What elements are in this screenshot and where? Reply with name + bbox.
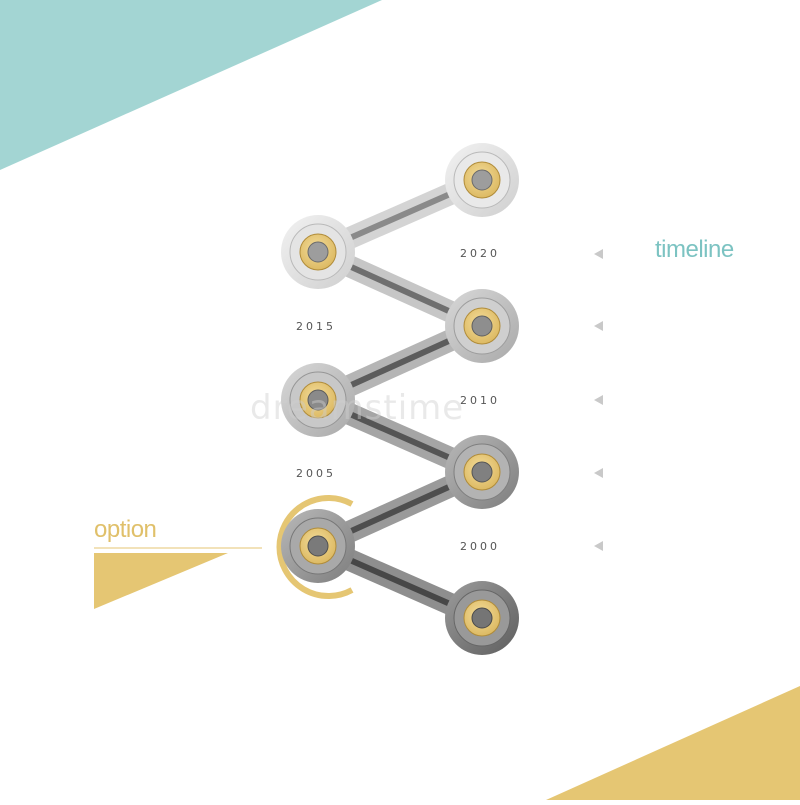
top-left-teal-triangle	[0, 0, 382, 170]
timeline-node-3	[445, 289, 519, 363]
timeline-node-6	[281, 509, 355, 583]
year-label-2020: 2020	[460, 247, 500, 260]
timeline-node-4	[281, 363, 355, 437]
pointer-arrow-icon	[594, 395, 603, 405]
year-label-2005: 2005	[296, 467, 336, 480]
year-label-2015: 2015	[296, 320, 336, 333]
year-label-2000: 2000	[460, 540, 500, 553]
timeline-node-2	[281, 215, 355, 289]
timeline-title: timeline	[655, 236, 734, 263]
watermark: dreamstime	[250, 388, 465, 428]
option-label: option	[94, 516, 157, 543]
timeline-node-7	[445, 581, 519, 655]
year-label-2010: 2010	[460, 394, 500, 407]
pointer-arrow-icon	[594, 541, 603, 551]
timeline-node-5	[445, 435, 519, 509]
option-highlight-arc	[276, 495, 354, 599]
pointer-arrow-icon	[594, 321, 603, 331]
bottom-right-gold-triangle	[546, 686, 800, 800]
timeline-node-1	[445, 143, 519, 217]
pointer-arrow-icon	[594, 468, 603, 478]
pointer-arrow-icon	[594, 249, 603, 259]
option-triangle	[94, 553, 228, 609]
